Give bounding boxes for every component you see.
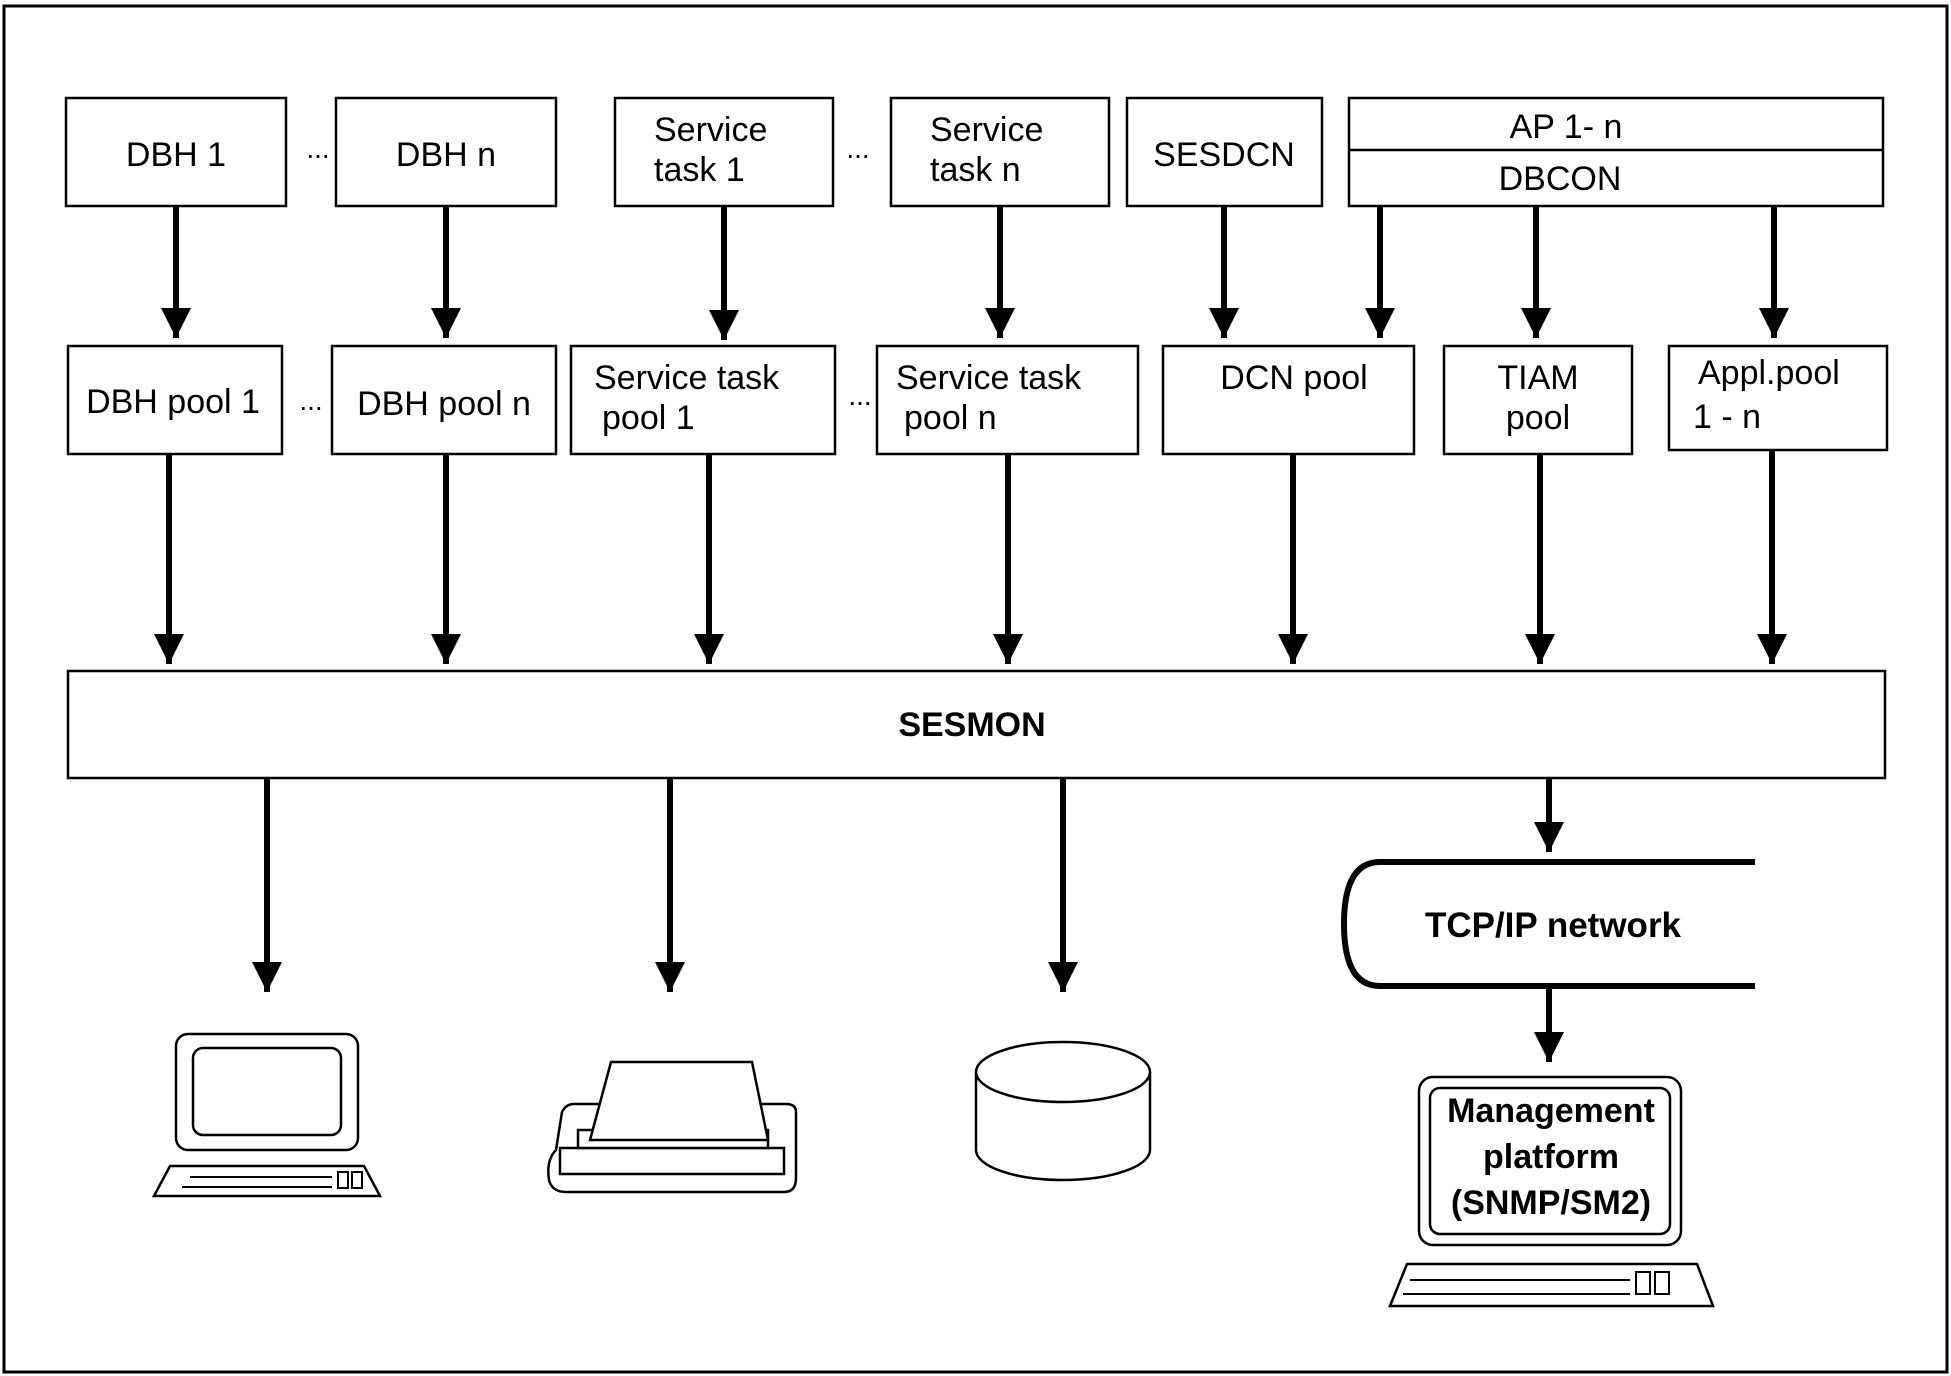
text-line: Service task bbox=[896, 359, 1082, 397]
text-line: SESDCN bbox=[1153, 136, 1295, 174]
service-task-pool-n-box bbox=[875, 344, 1140, 456]
sesmon-label: SESMON bbox=[898, 706, 1045, 744]
sesmon-to-device-arrows bbox=[252, 778, 1564, 1062]
text-line: Service task bbox=[594, 359, 780, 397]
text-line: TIAM bbox=[1497, 359, 1578, 397]
disk-storage-icon bbox=[974, 1040, 1152, 1182]
text-line: pool 1 bbox=[602, 399, 695, 437]
appl-pool-box bbox=[1667, 344, 1889, 452]
text-line: DBH n bbox=[396, 136, 496, 174]
sesdcn-label: SESDCN bbox=[1153, 136, 1295, 174]
dbh-n-box bbox=[334, 96, 558, 208]
pool-to-sesmon-arrows bbox=[154, 450, 1787, 664]
text-line: task 1 bbox=[654, 151, 745, 189]
ap-dbcon-box bbox=[1347, 96, 1885, 208]
text-line: DBH pool n bbox=[357, 385, 531, 423]
network-pipe-shape bbox=[1340, 859, 1755, 989]
tcp-ip-network: TCP/IP network bbox=[1340, 859, 1755, 989]
text-line: (SNMP/SM2) bbox=[1451, 1184, 1651, 1222]
outer-frame bbox=[2, 4, 1949, 1374]
text-line: DBH pool 1 bbox=[86, 383, 260, 421]
text-line: Appl.pool bbox=[1698, 354, 1840, 392]
dcn-pool-label: DCN pool bbox=[1220, 359, 1367, 397]
dcn-pool-box bbox=[1161, 344, 1416, 456]
dbcon-label: DBCON bbox=[1499, 160, 1622, 198]
terminal-icon bbox=[151, 1032, 383, 1198]
printer-icon bbox=[547, 1060, 798, 1194]
pool-ellipsis-1: ... bbox=[299, 385, 322, 416]
service-task-1-box bbox=[613, 96, 835, 208]
dbh-1-label: DBH 1 bbox=[126, 136, 226, 174]
appl-pool-label: Appl.pool 1 - n bbox=[1693, 354, 1840, 436]
service-task-pool-1-box bbox=[569, 344, 837, 456]
sesdcn-box bbox=[1125, 96, 1324, 208]
text-line: pool bbox=[1506, 399, 1570, 437]
platform-screen bbox=[1428, 1086, 1672, 1236]
sesmon-box bbox=[66, 669, 1887, 780]
tiam-pool-box bbox=[1442, 344, 1634, 456]
dbh-n-label: DBH n bbox=[396, 136, 496, 174]
management-platform-label: Management platform (SNMP/SM2) bbox=[1447, 1092, 1655, 1222]
text-line: Service bbox=[930, 111, 1043, 149]
text-line: 1 - n bbox=[1693, 398, 1761, 436]
ap-label: AP 1- n bbox=[1510, 108, 1623, 146]
dbh-pool-1-label: DBH pool 1 bbox=[86, 383, 260, 421]
pool-ellipsis-2: ... bbox=[848, 380, 871, 411]
text-line: task n bbox=[930, 151, 1021, 189]
text-line: pool n bbox=[904, 399, 997, 437]
top-ellipsis-1: ... bbox=[306, 133, 329, 164]
text-line: Management bbox=[1447, 1092, 1655, 1130]
top-to-pool-arrows bbox=[161, 206, 1789, 340]
dbh-pool-n-label: DBH pool n bbox=[357, 385, 531, 423]
top-ellipsis-2: ... bbox=[846, 133, 869, 164]
workstation-icon: Management platform (SNMP/SM2) bbox=[1388, 1075, 1715, 1308]
text-line: Service bbox=[654, 111, 767, 149]
network-label: TCP/IP network bbox=[1425, 906, 1682, 945]
text-line: DBH 1 bbox=[126, 136, 226, 174]
dbh-pool-n-box bbox=[330, 344, 558, 456]
text-line: DCN pool bbox=[1220, 359, 1367, 397]
text-line: platform bbox=[1483, 1138, 1619, 1176]
dbh-pool-1-box bbox=[66, 344, 284, 456]
